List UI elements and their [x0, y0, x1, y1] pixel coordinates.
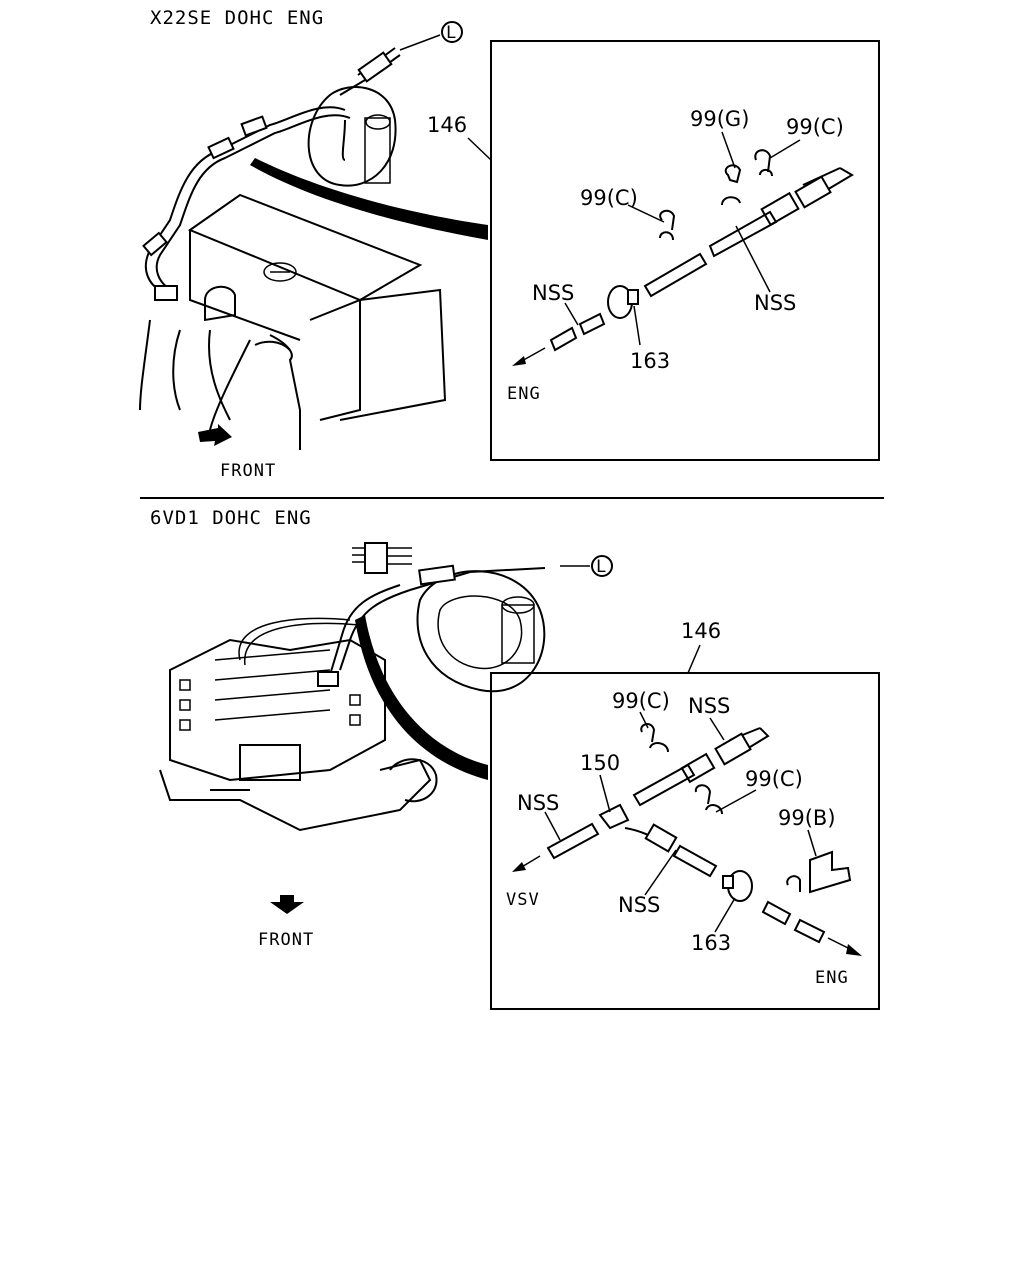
bottom-ref-marker: L [560, 555, 613, 577]
bottom-callout-163: 163 [691, 931, 731, 955]
bottom-callout-150: 150 [580, 751, 620, 775]
bottom-callout-99b: 99(B) [778, 806, 836, 830]
top-callout-146: 146 [427, 113, 467, 137]
bottom-front-arrow-icon [270, 895, 304, 914]
top-callout-163: 163 [630, 349, 670, 373]
top-section: X22SE DOHC ENG L [139, 7, 880, 481]
top-ref-marker-label: L [446, 23, 457, 43]
top-front-arrow-icon [198, 424, 232, 446]
top-callout-99c-left: 99(C) [580, 186, 638, 210]
bottom-ref-marker-label: L [596, 557, 607, 577]
bottom-direction-vsv: VSV [506, 890, 540, 910]
bottom-detail-box [490, 672, 880, 1010]
bottom-callout-146: 146 [681, 619, 721, 643]
bottom-section-title: 6VD1 DOHC ENG [150, 507, 312, 529]
bottom-engine-illustration [159, 542, 546, 832]
bottom-callout-nss-left: NSS [517, 791, 559, 815]
bottom-front-arrow: FRONT [258, 895, 314, 950]
top-engine-illustration [139, 47, 488, 450]
bottom-section: 6VD1 DOHC ENG L [150, 507, 880, 1010]
top-direction-eng: ENG [507, 384, 541, 404]
top-section-title: X22SE DOHC ENG [150, 7, 324, 29]
bottom-callout-nss-top: NSS [688, 694, 730, 718]
bottom-direction-eng: ENG [815, 968, 849, 988]
top-callout-99g: 99(G) [690, 107, 749, 131]
top-callout-nss-right: NSS [754, 291, 796, 315]
bottom-leader-line [355, 615, 488, 780]
top-front-label: FRONT [220, 461, 276, 481]
top-callout-99c-right: 99(C) [786, 115, 844, 139]
bottom-detail-parts [512, 711, 862, 956]
bottom-callout-99c-mid: 99(C) [745, 767, 803, 791]
top-ref-marker: L [399, 21, 463, 51]
top-detail-box [490, 40, 880, 461]
bottom-callout-99c-top: 99(C) [612, 689, 670, 713]
top-callout-nss-left: NSS [532, 281, 574, 305]
top-leader-line [250, 158, 488, 240]
bottom-callout-nss-bottom: NSS [618, 893, 660, 917]
bottom-front-label: FRONT [258, 930, 314, 950]
top-detail-parts [512, 131, 854, 366]
top-front-arrow: FRONT [198, 424, 276, 481]
